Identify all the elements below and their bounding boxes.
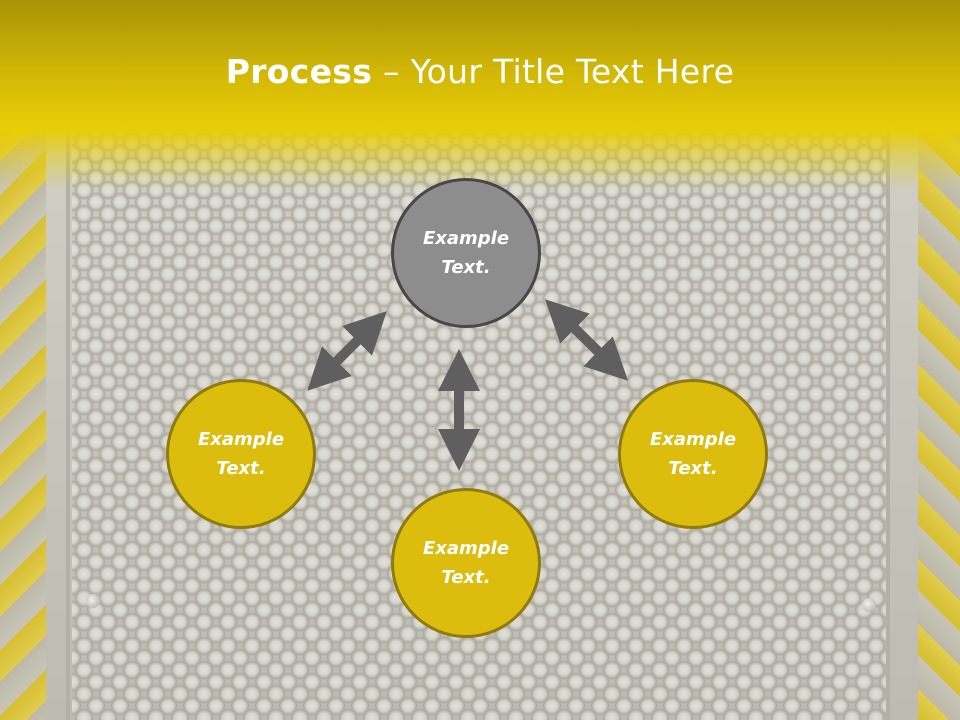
node-bottom-label: Example Text. <box>422 538 510 588</box>
title-bold-part: Process <box>225 52 373 91</box>
slide-title: Process – Your Title Text Here <box>0 52 960 91</box>
title-separator: – <box>372 52 411 91</box>
rivet-right <box>862 598 876 612</box>
frame-line-left <box>66 130 70 720</box>
double-arrow-center-left <box>307 311 387 391</box>
node-center: Example Text. <box>391 178 541 328</box>
node-left-label: Example Text. <box>197 429 285 479</box>
title-light-part: Your Title Text Here <box>410 52 735 91</box>
node-left: Example Text. <box>166 379 316 529</box>
node-right: Example Text. <box>618 379 768 529</box>
title-banner <box>0 0 960 190</box>
node-bottom: Example Text. <box>391 488 541 638</box>
node-right-label: Example Text. <box>649 429 737 479</box>
double-arrow-center-right <box>545 299 628 381</box>
frame-line-right <box>886 130 890 720</box>
node-center-label: Example Text. <box>422 228 510 278</box>
rivet-left <box>86 594 100 608</box>
